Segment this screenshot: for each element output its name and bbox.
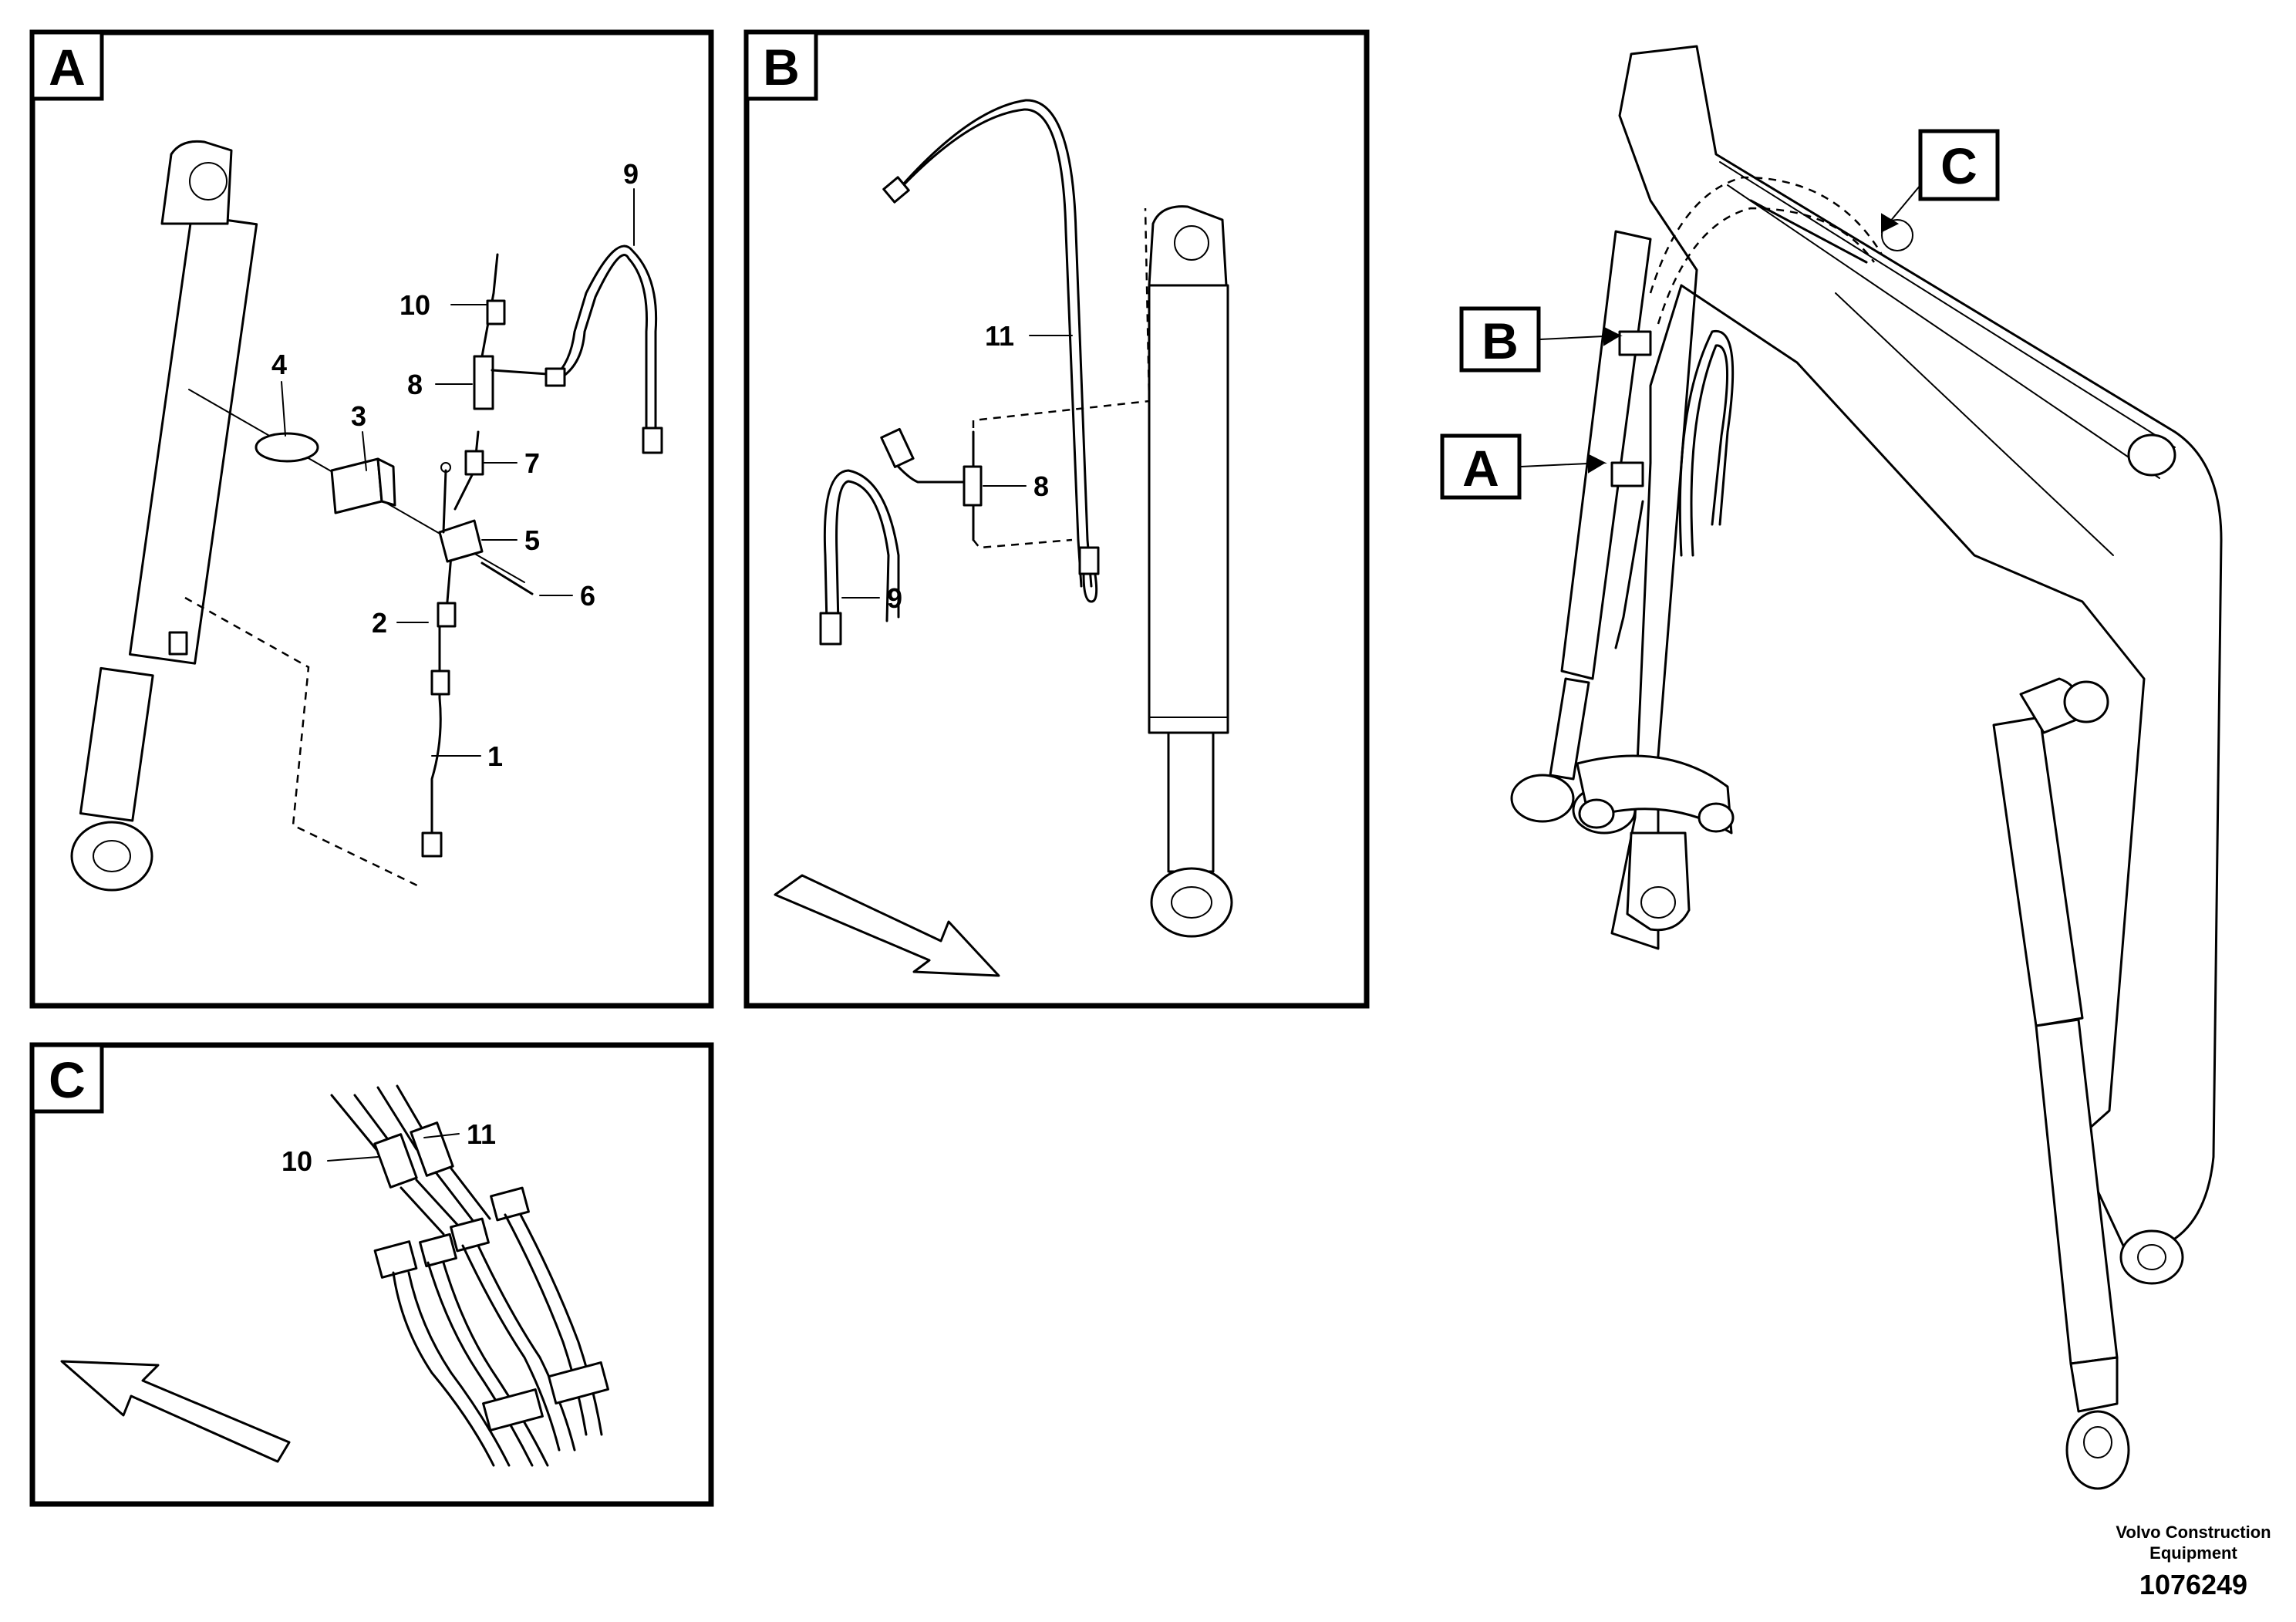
direction-arrow-b [774, 874, 1000, 977]
overview-tag-b: B [1459, 306, 1623, 373]
callout-a-4: 4 [271, 349, 287, 380]
callouts-a: 1 2 3 4 5 6 7 8 9 10 [271, 158, 639, 772]
hose-9-b [819, 427, 983, 646]
view-b-label: B [763, 39, 800, 96]
callout-a-8: 8 [407, 369, 423, 400]
footer: Volvo Construction Equipment 1076249 [2116, 1523, 2271, 1600]
view-b: B [743, 29, 1370, 1009]
callout-a-9: 9 [623, 158, 639, 190]
callouts-c: 10 11 [282, 1118, 496, 1177]
footer-company: Volvo Construction [2116, 1523, 2271, 1542]
view-a: A [29, 29, 714, 1009]
boom-overview: A B C [1440, 45, 2223, 1490]
footer-doc-number: 1076249 [2139, 1569, 2247, 1600]
view-a-label: A [49, 39, 86, 96]
cylinder-b [1148, 205, 1233, 938]
callout-a-2: 2 [372, 607, 387, 639]
overview-tag-c: C [1881, 129, 2000, 234]
svg-text:A: A [1462, 440, 1499, 497]
svg-text:B: B [1482, 312, 1519, 369]
overview-tag-a: A [1440, 433, 1607, 500]
pipe-assembly-a [255, 244, 663, 858]
svg-text:C: C [1940, 137, 1977, 194]
callout-a-7: 7 [524, 447, 540, 479]
callout-a-3: 3 [351, 400, 366, 432]
callout-a-10: 10 [400, 289, 430, 321]
callout-b-9: 9 [887, 582, 902, 614]
callouts-b: 8 9 11 [841, 320, 1073, 614]
callout-b-8: 8 [1033, 470, 1049, 502]
hose-bundle-c [330, 1084, 609, 1467]
cylinder-a [70, 140, 258, 892]
callout-b-11: 11 [985, 320, 1014, 352]
callout-c-10: 10 [282, 1145, 312, 1177]
callout-a-6: 6 [580, 580, 595, 612]
hose-11-b [882, 99, 1100, 603]
view-c-label: C [49, 1051, 86, 1108]
footer-company-2: Equipment [2149, 1543, 2237, 1563]
callout-a-1: 1 [487, 740, 503, 772]
callout-c-11: 11 [467, 1118, 496, 1150]
view-c: C 10 11 [29, 1042, 714, 1507]
callout-a-5: 5 [524, 524, 540, 556]
direction-arrow-c [60, 1360, 291, 1463]
